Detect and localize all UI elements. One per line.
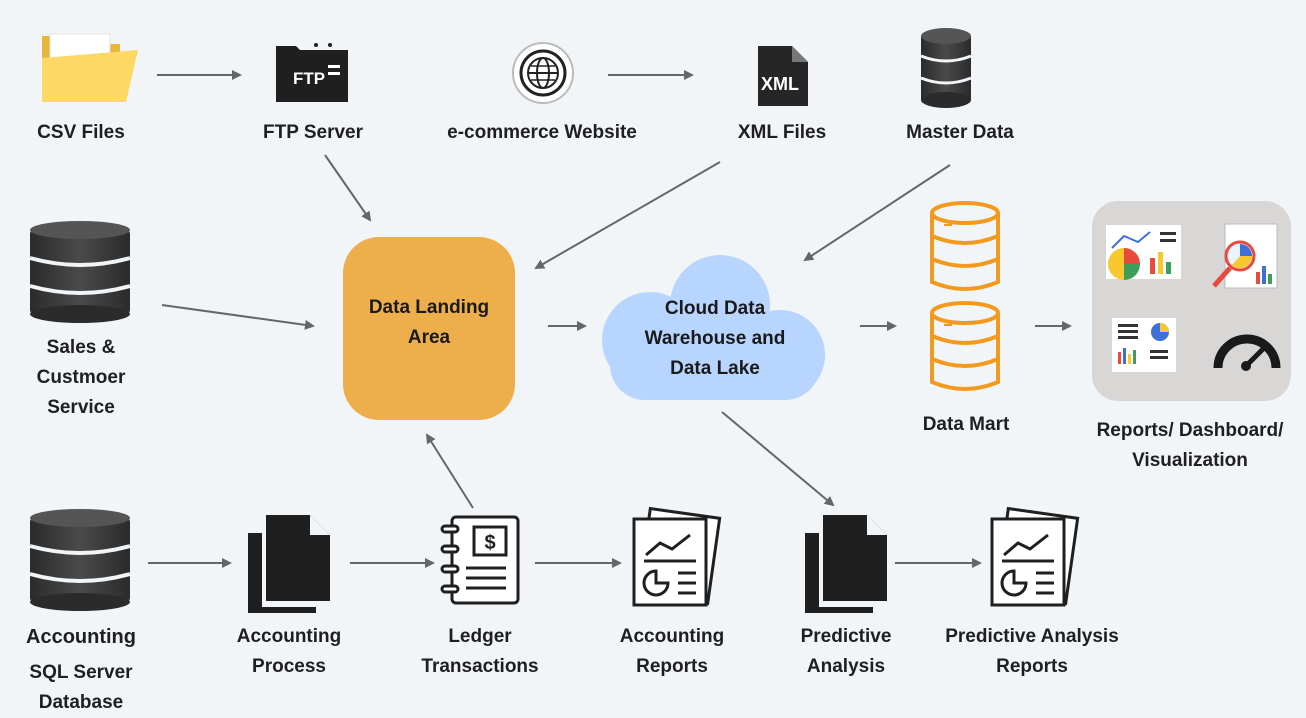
master-data-label: Master Data <box>906 122 1014 143</box>
arrow-xml-landing <box>534 161 721 269</box>
report-chart-icon <box>990 506 1080 607</box>
csv-files-label: CSV Files <box>37 122 125 143</box>
predictive-reports-label: Predictive Analysis Reports <box>945 626 1119 677</box>
reports-dashboard-label: Reports/ Dashboard/ Visualization <box>1096 420 1284 471</box>
arrow-ledger-landing <box>425 433 474 509</box>
xml-icon-text: XML <box>761 74 799 94</box>
cloud-warehouse-label: Cloud Data Warehouse and Data Lake <box>644 298 786 379</box>
chart-combo-icon <box>1106 225 1181 280</box>
documents-icon <box>248 515 330 613</box>
data-mart-label: Data Mart <box>922 414 1010 435</box>
ledger-icon <box>440 515 520 605</box>
data-landing-label: Data Landing Area <box>368 297 490 348</box>
accounting-db-label: Accounting SQL Server Database <box>26 626 136 713</box>
ftp-icon-text: FTP <box>293 69 325 88</box>
ftp-server-label: FTP Server <box>263 122 363 143</box>
arrow-master-cloud <box>803 164 951 262</box>
connector-arrows <box>148 70 1072 568</box>
dollar-sign-text: $ <box>484 532 495 554</box>
speedometer-icon <box>1213 334 1281 371</box>
arrow-ftp-landing <box>324 154 372 222</box>
data-mart-database-icon <box>930 201 1000 391</box>
database-icon <box>29 221 131 323</box>
globe-icon <box>512 42 574 104</box>
sales-service-label: Sales & Custmoer Service <box>36 337 126 418</box>
xml-file-icon: XML <box>758 46 808 106</box>
accounting-process-label: Accounting Process <box>236 626 342 677</box>
cloud-shape <box>602 255 825 400</box>
accounting-reports-label: Accounting Reports <box>619 626 725 677</box>
predictive-analysis-label: Predictive Analysis <box>800 626 892 677</box>
arrow-cloud-predictive <box>721 411 835 507</box>
magnifier-chart-icon <box>1212 223 1278 289</box>
dashboard-report-icon <box>1112 318 1176 372</box>
report-chart-icon <box>632 506 722 607</box>
documents-icon <box>805 515 887 613</box>
ftp-server-icon: FTP <box>276 43 348 102</box>
data-landing-box <box>343 237 515 420</box>
ecommerce-website-label: e-commerce Website <box>447 122 637 143</box>
database-icon <box>29 509 131 611</box>
xml-files-label: XML Files <box>737 122 827 143</box>
database-icon <box>920 28 972 108</box>
arrow-sales-landing <box>161 304 315 330</box>
ledger-transactions-label: Ledger Transactions <box>421 626 539 677</box>
folder-icon <box>42 33 138 102</box>
